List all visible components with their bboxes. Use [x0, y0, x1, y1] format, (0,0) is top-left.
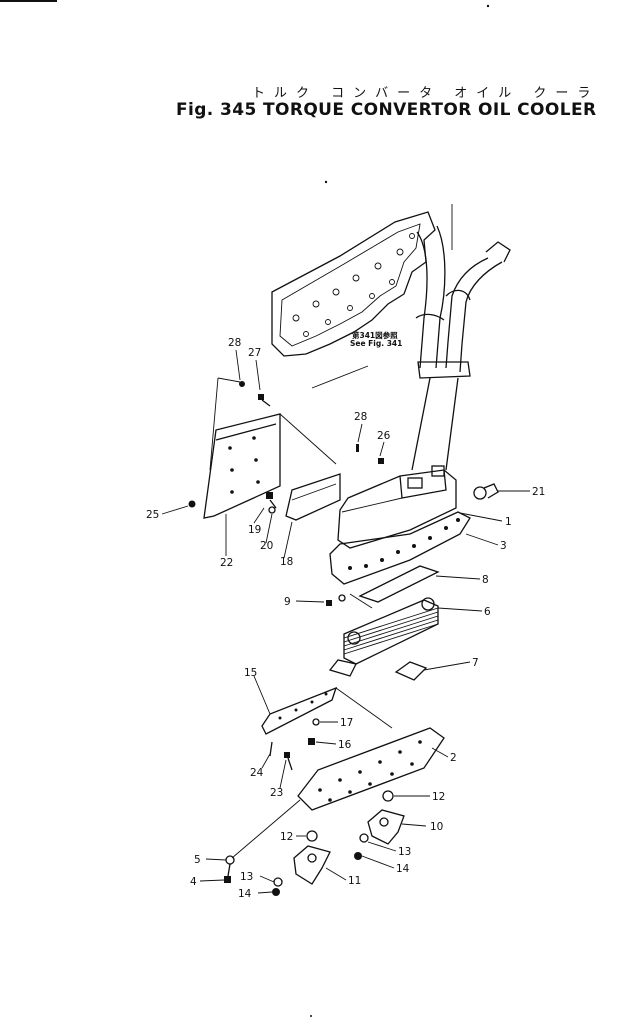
- gasket: [358, 565, 440, 603]
- hardware: [188, 381, 384, 896]
- callout-label: 28: [354, 411, 367, 423]
- callout-labels: 28 27 28 26 21 1 3 25 19 20 18 22 8 9 6 …: [146, 337, 545, 900]
- callout-label: 13: [398, 846, 411, 858]
- base-plate: [231, 727, 445, 859]
- callout-label: 21: [532, 486, 545, 498]
- callout-label: 10: [430, 821, 443, 833]
- elbow-fitting: [473, 483, 499, 500]
- callout-label: 15: [244, 667, 257, 679]
- callout-label: 3: [500, 540, 507, 552]
- callout-label: 26: [377, 430, 391, 442]
- callout-label: 12: [280, 831, 293, 843]
- bracket-15: [261, 686, 393, 735]
- callout-label: 20: [260, 540, 273, 552]
- callout-label: 6: [484, 606, 491, 618]
- callout-label: 23: [270, 787, 283, 799]
- callout-leaders: [161, 349, 530, 894]
- callout-label: 18: [280, 556, 293, 568]
- speck: [324, 180, 328, 184]
- flange-elbow-11: [293, 845, 331, 885]
- figure-title: Fig. 345 TORQUE CONVERTOR OIL COOLER: [176, 100, 597, 120]
- o-ring: [306, 830, 318, 842]
- callout-label: 8: [482, 574, 489, 586]
- bracket-22: [203, 377, 337, 519]
- callout-label: 13: [240, 871, 253, 883]
- bracket-18: [285, 473, 341, 521]
- flange-elbow-10: [367, 809, 405, 845]
- callout-label: 19: [248, 524, 261, 536]
- callout-label: 25: [146, 509, 159, 521]
- cooler-element: [328, 597, 439, 677]
- callout-label: 14: [396, 863, 410, 875]
- callout-label: 4: [190, 876, 197, 888]
- reference-note-english: See Fig. 341: [350, 339, 402, 348]
- callout-label: 7: [472, 657, 479, 669]
- callout-label: 1: [505, 516, 512, 528]
- callout-label: 9: [284, 596, 291, 608]
- top-rule: [0, 0, 57, 2]
- figure-title-japanese: トルク コンバータ オイル クーラ: [252, 86, 600, 101]
- o-ring: [382, 790, 394, 802]
- callout-label: 5: [194, 854, 201, 866]
- callout-label: 12: [432, 791, 445, 803]
- callout-label: 2: [450, 752, 457, 764]
- reference-note-japanese: 第341図参照: [352, 330, 398, 340]
- oil-pipes: [411, 225, 511, 471]
- speck: [486, 4, 490, 8]
- engine-flange-outline: [271, 204, 453, 389]
- callout-label: 22: [220, 557, 233, 569]
- callout-label: 16: [338, 739, 352, 751]
- callout-label: 17: [340, 717, 353, 729]
- cooler-cover: [329, 465, 471, 585]
- callout-label: 27: [248, 347, 261, 359]
- callout-label: 24: [250, 767, 264, 779]
- callout-label: 28: [228, 337, 241, 349]
- callout-label: 14: [238, 888, 252, 900]
- speck: [310, 1015, 312, 1017]
- flange-plate: [394, 661, 428, 681]
- callout-label: 11: [348, 875, 361, 887]
